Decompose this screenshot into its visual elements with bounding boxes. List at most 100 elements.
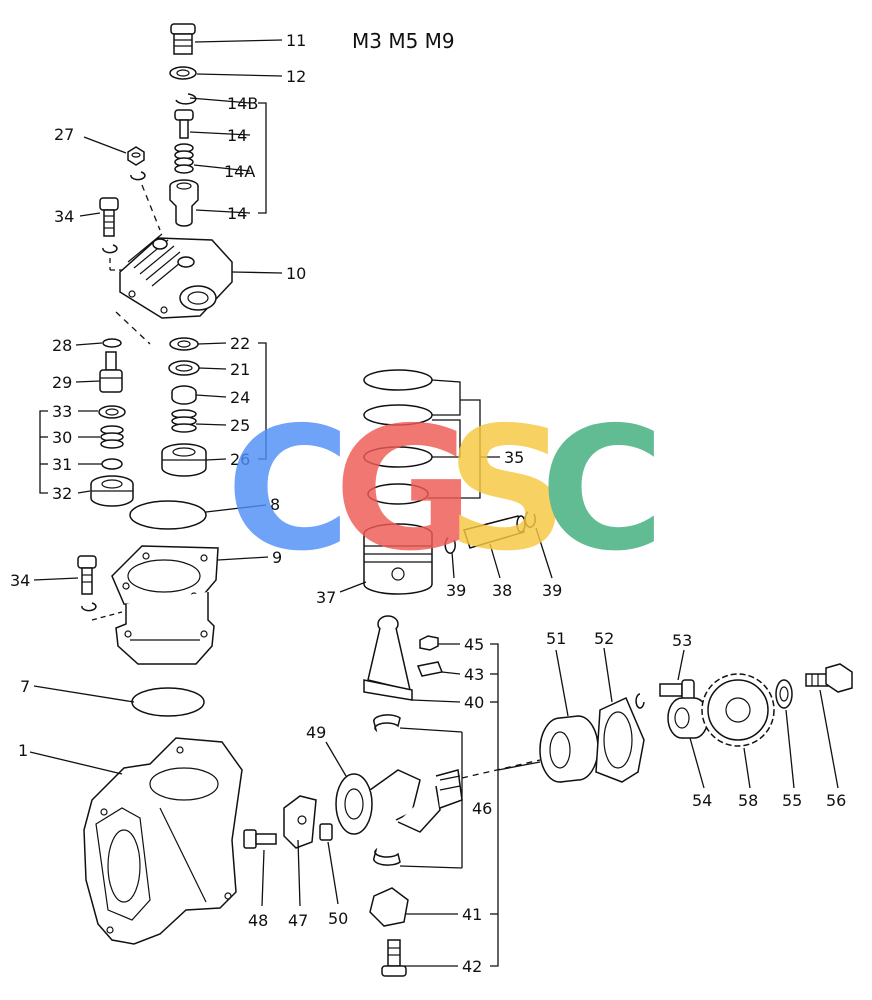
part-40-connecting-rod (363, 615, 413, 701)
part-10-cylinder-head (119, 233, 233, 319)
label-52: 52 (594, 629, 614, 648)
part-41-cap (369, 887, 409, 927)
part-29-adapter (99, 351, 123, 393)
part-42-bolt (381, 939, 407, 977)
label-10: 10 (286, 264, 306, 283)
label-45: 45 (464, 635, 484, 654)
watermark-letter-s: S (446, 391, 568, 589)
label-42: 42 (462, 957, 482, 976)
part-31-disk (101, 458, 123, 470)
label-34-lower: 34 (10, 571, 30, 590)
label-53: 53 (672, 631, 692, 650)
label-49: 49 (306, 723, 326, 742)
label-38: 38 (492, 581, 512, 600)
label-11: 11 (286, 31, 306, 50)
label-48: 48 (248, 911, 268, 930)
part-55-washer (775, 679, 793, 709)
part-39-circlip-right (524, 511, 536, 528)
part-38-piston-pin (463, 515, 526, 549)
part-46-shell-upper (373, 714, 401, 733)
label-7: 7 (20, 677, 30, 696)
part-52-gasket (595, 696, 645, 783)
part-49-crankshaft (335, 769, 463, 835)
part-53-bolt (635, 679, 695, 709)
label-25: 25 (230, 416, 250, 435)
part-21-ring (168, 360, 200, 376)
label-29: 29 (52, 373, 72, 392)
part-34-bolt-upper (99, 197, 119, 254)
part-1-crankcase (83, 737, 243, 945)
label-39-left: 39 (446, 581, 466, 600)
part-11-plug (170, 23, 196, 55)
label-14a: 14A (224, 162, 255, 181)
part-25-spring (171, 409, 197, 433)
label-26: 26 (230, 450, 250, 469)
watermark: C G S C (226, 391, 665, 589)
watermark-letter-c1: C (226, 391, 351, 589)
part-47-rotor (283, 795, 317, 849)
part-58-gear (701, 673, 775, 747)
label-35: 35 (504, 448, 524, 467)
label-43: 43 (464, 665, 484, 684)
label-12: 12 (286, 67, 306, 86)
label-56: 56 (826, 791, 846, 810)
label-31: 31 (52, 455, 72, 474)
label-51: 51 (546, 629, 566, 648)
part-46-shell-lower (373, 847, 401, 866)
part-drawings (77, 23, 853, 977)
watermark-letter-g: G (334, 391, 474, 589)
part-54-bearing (667, 697, 709, 739)
label-1: 1 (18, 741, 28, 760)
label-8: 8 (270, 495, 280, 514)
label-14: 14 (227, 126, 247, 145)
callout-labels: 11 12 14B 14 14A 14 27 34 10 28 29 33 30… (10, 31, 846, 976)
label-37: 37 (316, 588, 336, 607)
label-47: 47 (288, 911, 308, 930)
part-26-seat (161, 443, 207, 477)
part-30-spring (100, 425, 124, 449)
label-14-seat: 14 (227, 204, 247, 223)
label-14b: 14B (227, 94, 258, 113)
part-37-piston (363, 523, 433, 595)
label-34-upper: 34 (54, 207, 74, 226)
label-22: 22 (230, 334, 250, 353)
part-45-nut (419, 635, 439, 651)
label-40: 40 (464, 693, 484, 712)
part-32-seat (90, 475, 134, 507)
label-46: 46 (472, 799, 492, 818)
part-27-nut (127, 146, 146, 181)
watermark-letter-c2: C (540, 391, 665, 589)
label-41: 41 (462, 905, 482, 924)
label-30: 30 (52, 428, 72, 447)
part-39-circlip-left (444, 537, 456, 554)
part-51-bearing-housing (539, 715, 599, 783)
label-27: 27 (54, 125, 74, 144)
part-50-pin (319, 823, 333, 841)
part-22-washer (169, 337, 199, 351)
part-14-valve (174, 109, 194, 139)
label-24: 24 (230, 388, 250, 407)
part-28-washer (102, 338, 122, 348)
label-58: 58 (738, 791, 758, 810)
part-24-disk (171, 385, 197, 405)
part-14-valve-seat (169, 179, 199, 227)
part-33-ring (98, 405, 126, 419)
label-39-right: 39 (542, 581, 562, 600)
part-12-washer (169, 66, 197, 80)
part-9-cylinder (111, 545, 219, 665)
label-55: 55 (782, 791, 802, 810)
part-34-bolt-lower (77, 555, 97, 612)
part-7-gasket (131, 687, 205, 717)
part-48-bolt (243, 829, 277, 849)
label-32: 32 (52, 484, 72, 503)
leader-lines (29, 39, 839, 967)
part-56-bolt (805, 663, 853, 693)
label-9: 9 (272, 548, 282, 567)
label-50: 50 (328, 909, 348, 928)
label-33: 33 (52, 402, 72, 421)
part-14a-spring (174, 143, 194, 174)
part-14b-circlip (175, 93, 197, 105)
part-8-gasket (129, 500, 207, 530)
part-43-lock-plate (416, 661, 444, 677)
